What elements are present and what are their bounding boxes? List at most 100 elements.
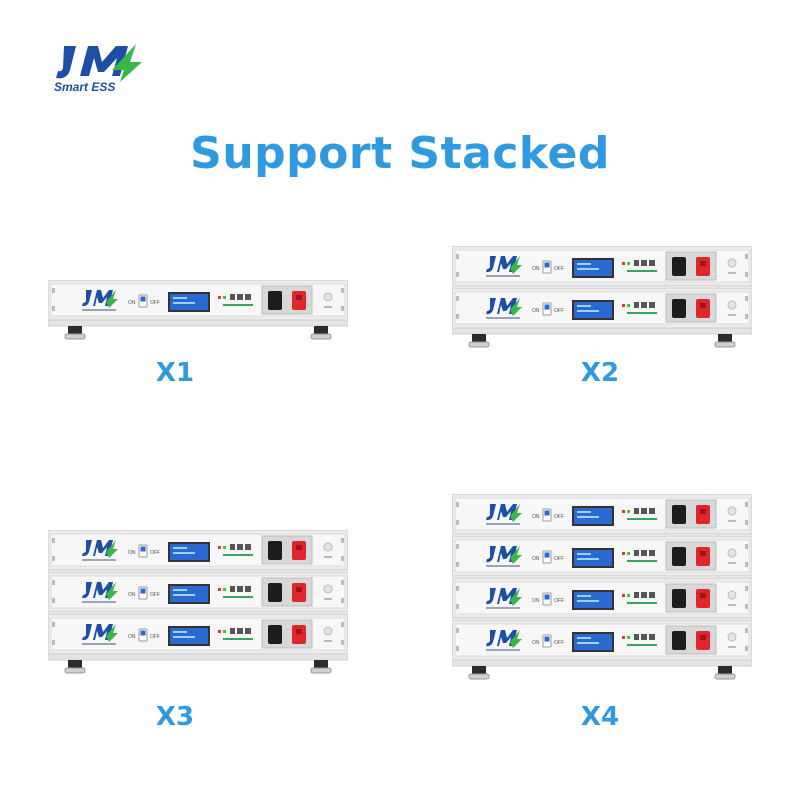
port-icon [230, 586, 235, 592]
positive-terminal [696, 257, 710, 276]
ground-screw-icon [323, 542, 333, 552]
module-logo-icon [486, 630, 522, 651]
switch-on-label: ON [128, 592, 136, 598]
switch-off-label: OFF [150, 592, 160, 598]
switch-on-label: ON [532, 266, 540, 272]
battery-module: ON OFF [47, 571, 349, 613]
module-logo-icon [486, 504, 522, 525]
switch-on-label: ON [532, 640, 540, 646]
module-logo-icon [82, 624, 118, 645]
negative-terminal [672, 547, 686, 566]
ground-screw-icon [323, 292, 333, 302]
port-icon [634, 634, 639, 640]
port-icon [230, 294, 235, 300]
status-led-icon [622, 262, 625, 265]
battery-stack-x3: ON OFF ON OFF [47, 529, 349, 683]
module-logo-icon [486, 298, 522, 319]
port-icon [230, 544, 235, 550]
negative-terminal [672, 505, 686, 524]
positive-terminal [696, 299, 710, 318]
page-title: Support Stacked [190, 128, 610, 179]
battery-module: ON OFF [47, 279, 349, 321]
port-icon [634, 260, 639, 266]
battery-module: ON OFF [451, 493, 753, 535]
negative-terminal [268, 583, 282, 602]
battery-module: ON OFF [451, 245, 753, 287]
status-led-icon [218, 546, 221, 549]
battery-module: ON OFF [451, 619, 753, 661]
rack-base [451, 327, 753, 348]
switch-off-label: OFF [150, 634, 160, 640]
battery-module: ON OFF [451, 287, 753, 329]
battery-module: ON OFF [451, 535, 753, 577]
negative-terminal [672, 257, 686, 276]
module-logo-icon [486, 546, 522, 567]
positive-terminal [696, 547, 710, 566]
switch-off-label: OFF [554, 640, 564, 646]
stack-label-x1: X1 [155, 358, 195, 388]
rack-base [451, 659, 753, 680]
switch-on-label: ON [532, 514, 540, 520]
battery-module: ON OFF [47, 613, 349, 655]
switch-off-label: OFF [554, 598, 564, 604]
battery-stack-x4: ON OFF ON OFF [451, 493, 753, 689]
status-led-icon [622, 552, 625, 555]
module-logo-icon [486, 588, 522, 609]
switch-on-label: ON [532, 598, 540, 604]
battery-module: ON OFF [451, 577, 753, 619]
ground-screw-icon [727, 506, 737, 516]
positive-terminal [292, 541, 306, 560]
switch-off-label: OFF [150, 550, 160, 556]
switch-on-label: ON [532, 556, 540, 562]
status-led-icon [622, 636, 625, 639]
negative-terminal [672, 631, 686, 650]
ground-screw-icon [727, 548, 737, 558]
negative-terminal [268, 291, 282, 310]
switch-on-label: ON [128, 634, 136, 640]
status-led-icon [622, 304, 625, 307]
port-icon [634, 508, 639, 514]
switch-off-label: OFF [554, 514, 564, 520]
module-logo-icon [486, 256, 522, 277]
switch-off-label: OFF [554, 308, 564, 314]
port-icon [230, 628, 235, 634]
battery-module: ON OFF [47, 529, 349, 571]
negative-terminal [268, 541, 282, 560]
switch-on-label: ON [532, 308, 540, 314]
battery-stack-x1: ON OFF [47, 279, 349, 349]
ground-screw-icon [323, 626, 333, 636]
status-led-icon [218, 630, 221, 633]
positive-terminal [292, 291, 306, 310]
ground-screw-icon [727, 590, 737, 600]
switch-off-label: OFF [554, 556, 564, 562]
rack-base [47, 653, 349, 674]
ground-screw-icon [323, 584, 333, 594]
switch-off-label: OFF [554, 266, 564, 272]
switch-on-label: ON [128, 300, 136, 306]
status-led-icon [622, 510, 625, 513]
switch-off-label: OFF [150, 300, 160, 306]
battery-stack-x2: ON OFF ON OFF [451, 245, 753, 357]
positive-terminal [292, 625, 306, 644]
module-logo-icon [82, 290, 118, 311]
status-led-icon [218, 588, 221, 591]
negative-terminal [672, 589, 686, 608]
negative-terminal [268, 625, 282, 644]
brand-tagline: Smart ESS [54, 80, 116, 94]
positive-terminal [696, 589, 710, 608]
status-led-icon [622, 594, 625, 597]
brand-logo: Smart ESS [50, 40, 150, 100]
stack-label-x4: X4 [580, 702, 620, 732]
positive-terminal [696, 631, 710, 650]
port-icon [634, 592, 639, 598]
rack-base [47, 319, 349, 340]
port-icon [634, 302, 639, 308]
module-logo-icon [82, 540, 118, 561]
positive-terminal [292, 583, 306, 602]
module-logo-icon [82, 582, 118, 603]
ground-screw-icon [727, 258, 737, 268]
logo-mark-icon [56, 44, 142, 82]
ground-screw-icon [727, 300, 737, 310]
positive-terminal [696, 505, 710, 524]
status-led-icon [218, 296, 221, 299]
